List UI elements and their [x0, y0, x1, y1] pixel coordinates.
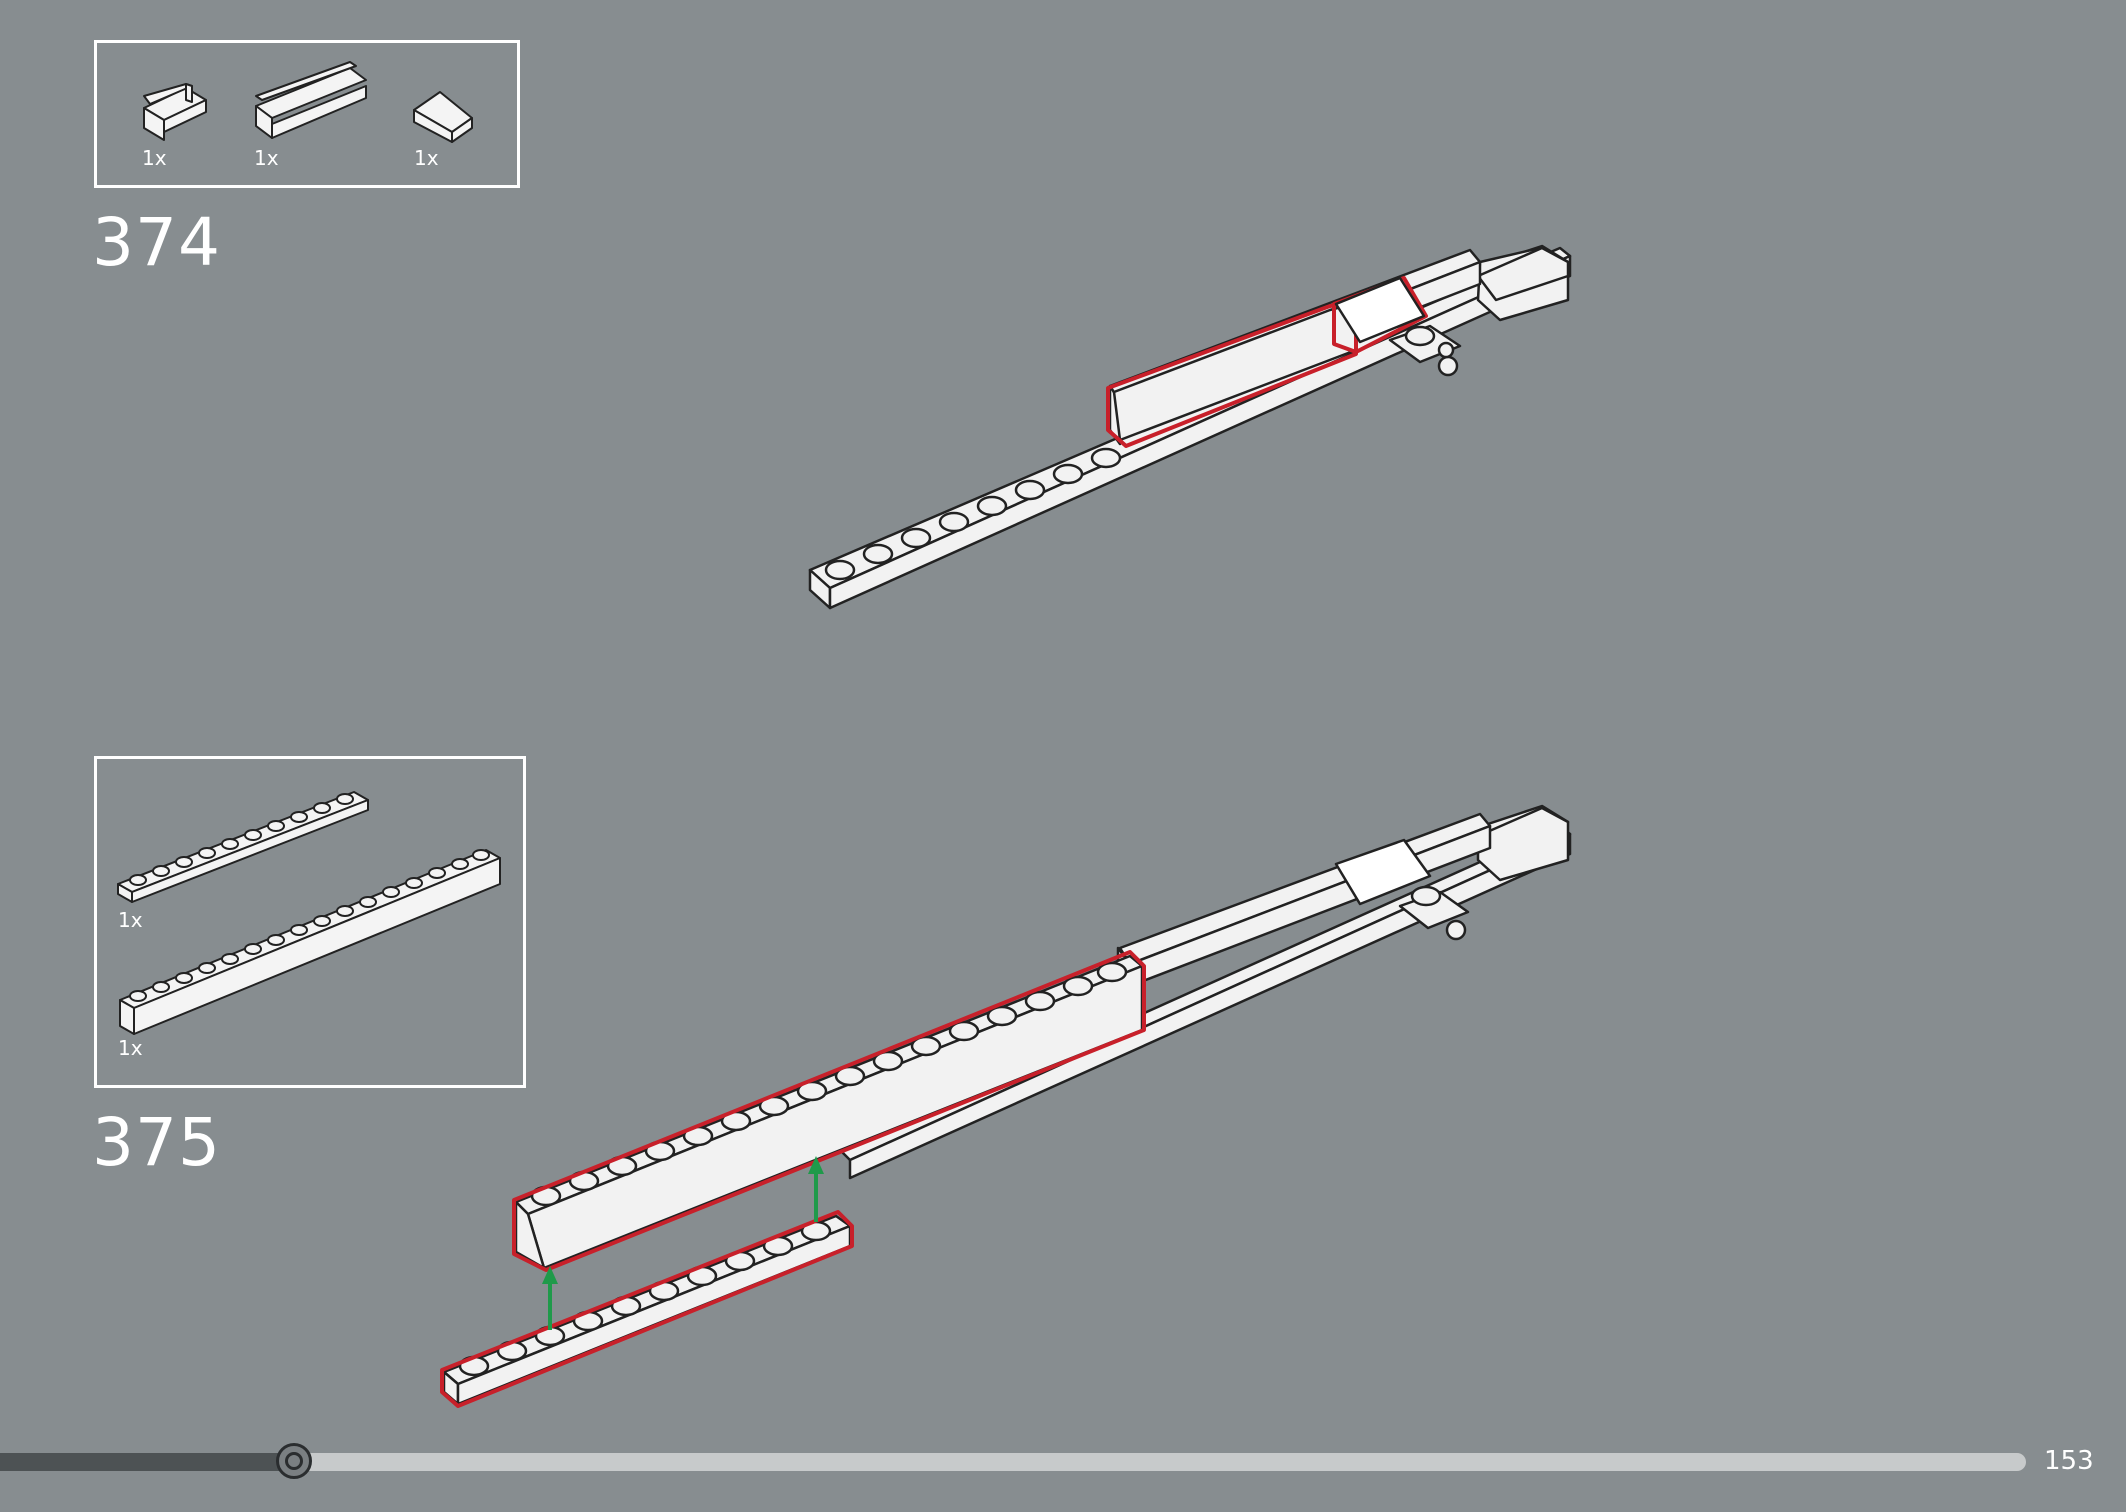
progress-knob[interactable]	[275, 1443, 312, 1479]
studs-plate-375	[458, 1220, 832, 1377]
highlight-brick-375	[512, 950, 1146, 1272]
progress-fill	[0, 1453, 294, 1471]
brick-375	[514, 954, 1144, 1270]
part-qty: 1x	[142, 146, 167, 170]
part-qty: 1x	[254, 146, 279, 170]
page-number: 153	[2044, 1446, 2094, 1476]
part-qty: 1x	[118, 1036, 143, 1060]
progress-track[interactable]	[300, 1453, 2026, 1471]
studs-brick-375	[530, 961, 1128, 1207]
step-number-374: 374	[92, 204, 221, 281]
highlight-374	[1106, 276, 1428, 448]
plate-375	[442, 1214, 852, 1406]
studs-374	[824, 325, 1436, 581]
assembly-374	[808, 244, 1572, 610]
assembly-375	[838, 804, 1572, 1180]
part-qty: 1x	[118, 908, 143, 932]
slope-374	[1334, 276, 1426, 344]
step-375-parts-box	[94, 756, 526, 1088]
step-374-parts-box	[94, 40, 520, 188]
arrow-icon	[542, 1156, 824, 1330]
highlight-plate-375	[440, 1210, 854, 1408]
step-number-375: 375	[92, 1104, 221, 1181]
part-qty: 1x	[414, 146, 439, 170]
